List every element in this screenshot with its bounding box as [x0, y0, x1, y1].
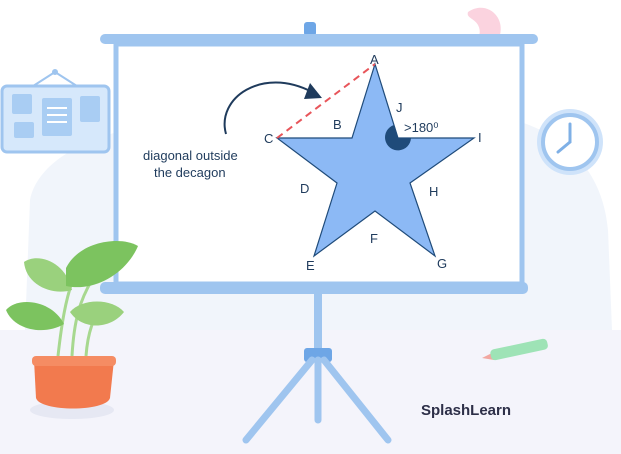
- splashlearn-logo: SplashLearn: [421, 402, 511, 419]
- vertex-label-b: B: [333, 117, 342, 132]
- vertex-label-a: A: [370, 52, 379, 67]
- vertex-label-c: C: [264, 131, 273, 146]
- diagonal-line: [276, 63, 376, 139]
- vertex-label-g: G: [437, 256, 447, 271]
- vertex-label-i: I: [478, 130, 482, 145]
- bulletin-board-icon: [0, 69, 111, 154]
- vertex-label-h: H: [429, 184, 438, 199]
- curved-arrow-icon: [223, 81, 322, 135]
- wall-clock-icon: [537, 109, 603, 175]
- vertex-label-j: J: [396, 100, 403, 115]
- vertex-label-e: E: [306, 258, 315, 273]
- reflex-angle-marker: [385, 125, 411, 151]
- caption-line-2: the decagon: [154, 165, 226, 180]
- vertex-label-f: F: [370, 231, 378, 246]
- vertex-label-d: D: [300, 181, 309, 196]
- projector-tripod: [242, 292, 392, 444]
- crayon-icon: [482, 338, 548, 361]
- star-decagon: [275, 61, 476, 258]
- angle-label: >180⁰: [404, 120, 439, 135]
- potted-plant-icon: [6, 241, 138, 419]
- caption-line-1: diagonal outside: [143, 148, 238, 163]
